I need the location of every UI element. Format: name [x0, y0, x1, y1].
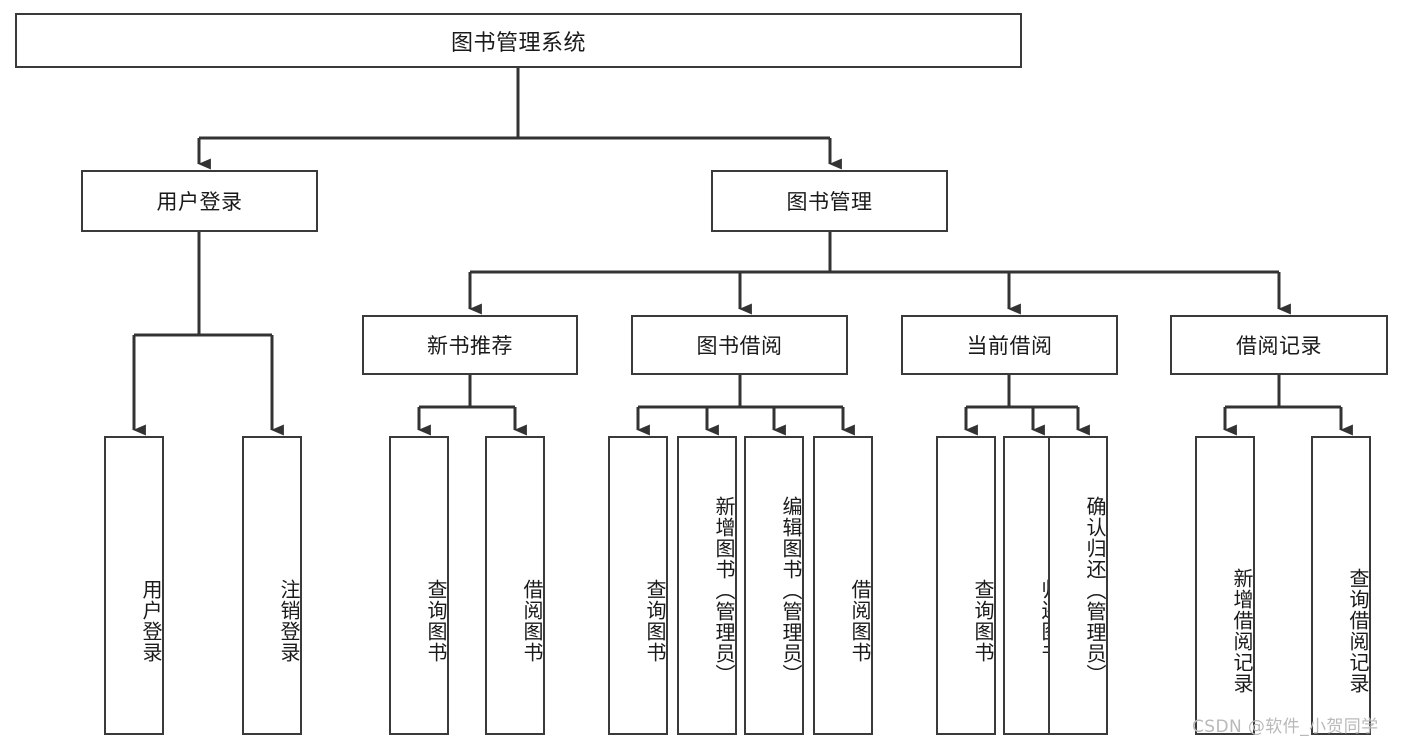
leaf-query-book-2[interactable]: 查询图书 — [608, 436, 668, 735]
leaf-borrow-book-1[interactable]: 借阅图书 — [485, 436, 545, 735]
leaf-add-borrow-record[interactable]: 新增借阅记录 — [1195, 436, 1255, 735]
node-new-book-recommend[interactable]: 新书推荐 — [362, 315, 578, 375]
node-book-management-system[interactable]: 图书管理系统 — [15, 13, 1022, 68]
csdn-watermark: CSDN @软件_小贺同学 — [1192, 717, 1379, 737]
leaf-query-book-1[interactable]: 查询图书 — [389, 436, 449, 735]
leaf-query-borrow-record[interactable]: 查询借阅记录 — [1311, 436, 1371, 735]
node-current-borrow[interactable]: 当前借阅 — [901, 315, 1118, 375]
node-book-manage[interactable]: 图书管理 — [711, 170, 948, 232]
node-borrow-record[interactable]: 借阅记录 — [1170, 315, 1388, 375]
leaf-logout-login[interactable]: 注销登录 — [242, 436, 302, 735]
leaf-user-login[interactable]: 用户登录 — [104, 436, 164, 735]
leaf-confirm-return-admin[interactable]: 确认归还（管理员） — [1048, 436, 1108, 735]
leaf-borrow-book-2[interactable]: 借阅图书 — [813, 436, 873, 735]
leaf-edit-book-admin[interactable]: 编辑图书（管理员） — [744, 436, 804, 735]
leaf-add-book-admin[interactable]: 新增图书（管理员） — [677, 436, 737, 735]
node-book-borrow[interactable]: 图书借阅 — [631, 315, 848, 375]
leaf-query-book-3[interactable]: 查询图书 — [936, 436, 996, 735]
node-user-login[interactable]: 用户登录 — [81, 170, 318, 232]
